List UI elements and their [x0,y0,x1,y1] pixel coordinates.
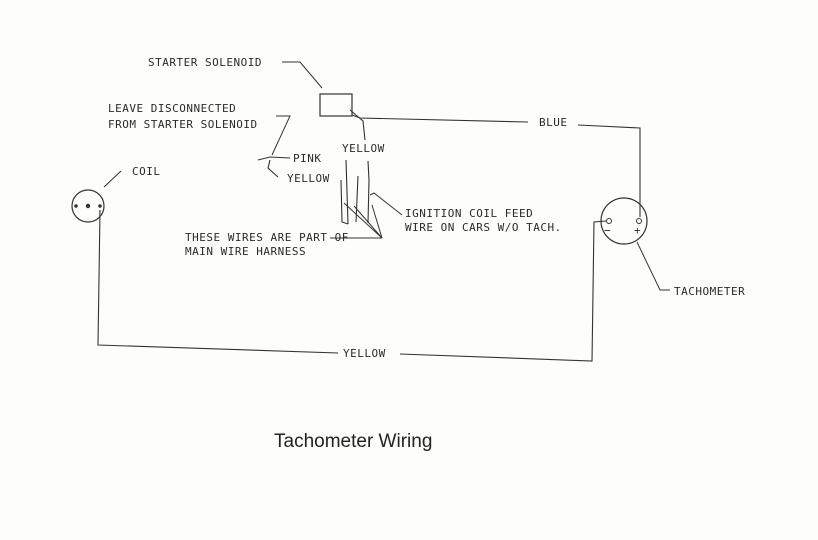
coil-leader-line [103,170,122,188]
solenoid-leader-line [282,61,323,89]
from-starter-solenoid-label: FROM STARTER SOLENOID [108,118,258,131]
harness-wire-a [345,159,349,225]
harness-label-line1: THESE WIRES ARE PART OF [185,231,349,244]
coil-label: COIL [132,165,161,178]
pink-connector [267,159,279,178]
starter-solenoid-box [319,93,353,117]
blue-wire-label: BLUE [539,116,568,129]
pink-wire [257,156,291,161]
starter-solenoid-label: STARTER SOLENOID [148,56,262,69]
wire-on-cars-label: WIRE ON CARS W/O TACH. [405,221,562,234]
yellow-wire-right [399,220,607,362]
pink-label: PINK [293,152,322,165]
blue-wire-right [577,124,641,217]
yellow-bottom-label: YELLOW [343,347,386,360]
yellow-solenoid-wire [367,160,370,224]
yellow-solenoid-label: YELLOW [342,142,385,155]
yellow-solenoid-wire-top [349,109,366,141]
tach-plus-sign: + [634,224,641,237]
tach-minus-sign: − [604,224,611,237]
tachometer-label: TACHOMETER [674,285,745,298]
tachometer-leader-line [636,241,670,291]
leave-disconnected-leader [271,115,291,156]
ignition-coil-feed-label: IGNITION COIL FEED [405,207,533,220]
blue-wire-left [351,114,529,123]
yellow-harness-label: YELLOW [287,172,330,185]
leave-disconnected-label: LEAVE DISCONNECTED [108,102,236,115]
harness-wire-b [340,179,349,225]
ignition-leader-line [369,192,403,216]
harness-label-line2: MAIN WIRE HARNESS [185,245,306,258]
yellow-wire-left [97,209,339,354]
harness-leader-lines [330,202,383,239]
diagram-caption: Tachometer Wiring [274,431,432,452]
coil-symbol [71,189,105,223]
